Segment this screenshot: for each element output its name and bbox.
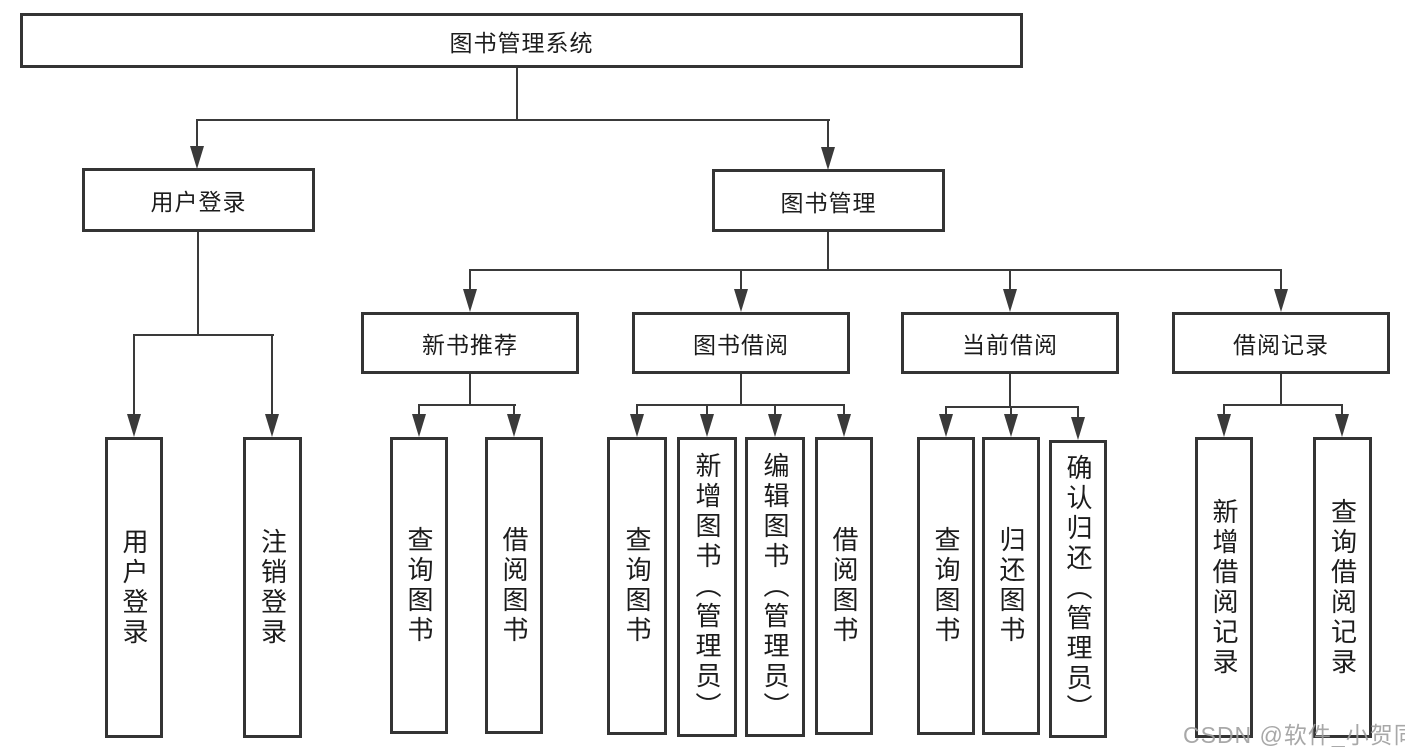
arrow-down-icon: [463, 289, 477, 312]
leaf-query-books-current: 查询图书: [917, 437, 975, 735]
connector-line: [418, 404, 420, 416]
leaf-user-login-label: 用户登录: [119, 527, 149, 648]
connector-line: [1223, 404, 1225, 416]
leaf-borrow-books-rec-label: 借阅图书: [499, 525, 529, 646]
arrow-down-icon: [1335, 414, 1349, 437]
connector-line: [469, 374, 471, 406]
leaf-logout: 注销登录: [243, 437, 302, 738]
node-current-borrow-label: 当前借阅: [962, 332, 1058, 358]
arrow-down-icon: [939, 414, 953, 437]
leaf-add-books-admin-label: 新增图书（管理员）: [692, 452, 722, 722]
connector-line: [945, 406, 947, 416]
connector-line: [133, 334, 274, 336]
connector-line: [774, 404, 776, 416]
connector-line: [418, 404, 516, 406]
node-root: 图书管理系统: [20, 13, 1023, 68]
leaf-query-books-current-label: 查询图书: [931, 526, 961, 646]
arrow-down-icon: [507, 414, 521, 437]
leaf-query-books-borrow: 查询图书: [607, 437, 667, 735]
connector-line: [740, 374, 742, 406]
node-user-login: 用户登录: [82, 168, 315, 232]
leaf-borrow-books-borrow: 借阅图书: [815, 437, 873, 735]
leaf-query-books-borrow-label: 查询图书: [622, 526, 652, 646]
leaf-logout-label: 注销登录: [257, 527, 288, 648]
node-book-mgmt: 图书管理: [712, 169, 945, 232]
arrow-down-icon: [1003, 289, 1017, 312]
leaf-add-books-admin: 新增图书（管理员）: [677, 437, 737, 737]
connector-line: [827, 119, 829, 150]
arrow-down-icon: [768, 414, 782, 437]
node-book-mgmt-label: 图书管理: [780, 189, 877, 216]
connector-line: [1009, 269, 1011, 293]
arrow-down-icon: [412, 414, 426, 437]
leaf-query-borrow-record: 查询借阅记录: [1313, 437, 1372, 738]
arrow-down-icon: [821, 147, 835, 170]
connector-line: [1223, 404, 1343, 406]
node-book-borrow: 图书借阅: [632, 312, 850, 374]
leaf-user-login: 用户登录: [105, 437, 163, 738]
leaf-confirm-return-admin: 确认归还（管理员）: [1049, 440, 1107, 738]
leaf-return-books: 归还图书: [982, 437, 1040, 735]
arrow-down-icon: [630, 414, 644, 437]
arrow-down-icon: [837, 414, 851, 437]
node-borrow-record-label: 借阅记录: [1233, 332, 1329, 358]
node-user-login-label: 用户登录: [150, 189, 247, 215]
leaf-query-books-rec-label: 查询图书: [404, 525, 434, 646]
connector-line: [1280, 269, 1282, 293]
arrow-down-icon: [190, 146, 204, 169]
arrow-down-icon: [1004, 414, 1018, 437]
arrow-down-icon: [1071, 417, 1085, 440]
leaf-confirm-return-admin-label: 确认归还（管理员）: [1063, 454, 1093, 724]
connector-line: [636, 404, 638, 416]
node-new-book-rec-label: 新书推荐: [422, 332, 518, 358]
connector-line: [1280, 374, 1282, 406]
arrow-down-icon: [265, 414, 279, 437]
connector-line: [740, 269, 742, 293]
leaf-borrow-books-borrow-label: 借阅图书: [829, 526, 859, 646]
connector-line: [1010, 406, 1012, 416]
node-current-borrow: 当前借阅: [901, 312, 1119, 374]
leaf-edit-books-admin: 编辑图书（管理员）: [745, 437, 805, 737]
csdn-watermark: CSDN @软件_小贺同学: [1183, 722, 1405, 747]
connector-line: [196, 119, 830, 121]
arrow-down-icon: [1274, 289, 1288, 312]
leaf-add-borrow-record-label: 新增借阅记录: [1209, 497, 1239, 678]
connector-line: [706, 404, 708, 416]
node-book-borrow-label: 图书借阅: [693, 332, 789, 358]
connector-line: [636, 404, 845, 406]
leaf-edit-books-admin-label: 编辑图书（管理员）: [760, 452, 790, 722]
connector-line: [197, 232, 199, 336]
node-root-label: 图书管理系统: [449, 29, 594, 56]
connector-line: [271, 334, 273, 417]
leaf-query-borrow-record-label: 查询借阅记录: [1327, 497, 1358, 678]
arrow-down-icon: [700, 414, 714, 437]
connector-line: [827, 232, 829, 271]
connector-line: [945, 406, 1079, 408]
connector-line: [133, 334, 135, 417]
connector-line: [1009, 374, 1011, 408]
arrow-down-icon: [734, 289, 748, 312]
leaf-return-books-label: 归还图书: [996, 526, 1026, 646]
connector-line: [843, 404, 845, 416]
arrow-down-icon: [1217, 414, 1231, 437]
connector-line: [1341, 404, 1343, 416]
leaf-query-books-rec: 查询图书: [390, 437, 448, 734]
node-borrow-record: 借阅记录: [1172, 312, 1390, 374]
connector-line: [196, 119, 198, 150]
arrow-down-icon: [127, 414, 141, 437]
connector-line: [1077, 406, 1079, 418]
connector-line: [469, 269, 1282, 271]
leaf-borrow-books-rec: 借阅图书: [485, 437, 543, 734]
connector-line: [469, 269, 471, 293]
leaf-add-borrow-record: 新增借阅记录: [1195, 437, 1253, 738]
connector-line: [513, 404, 515, 416]
node-new-book-rec: 新书推荐: [361, 312, 579, 374]
connector-line: [516, 68, 518, 121]
